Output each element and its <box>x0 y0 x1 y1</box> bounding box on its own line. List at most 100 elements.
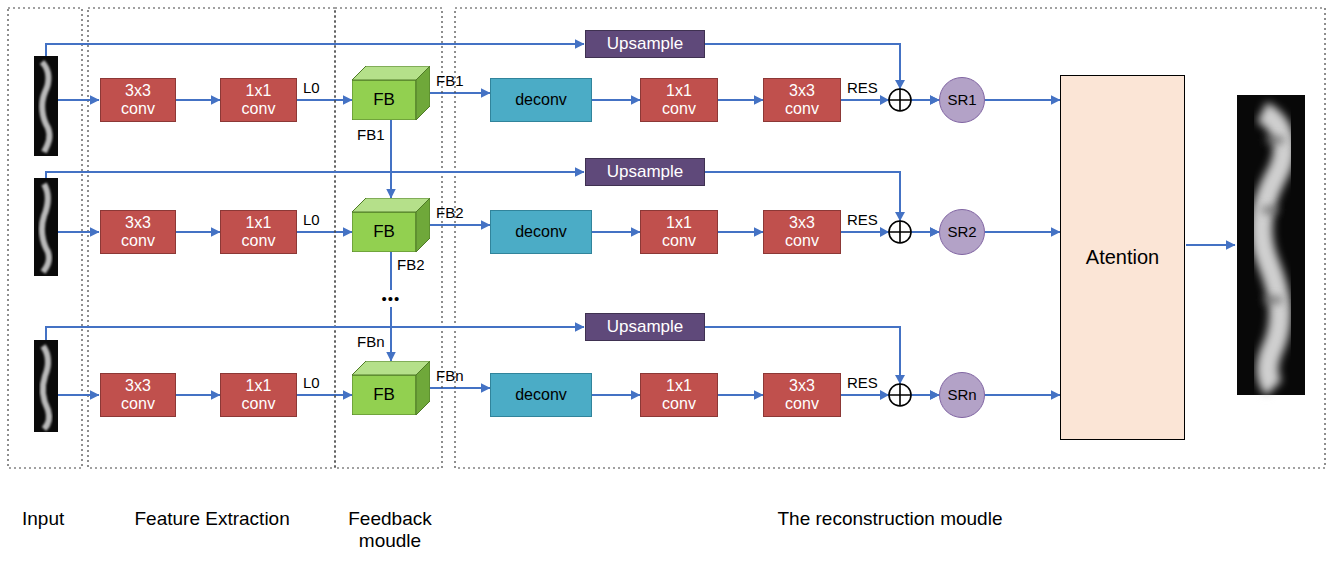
conv-box: 1x1 conv <box>640 78 718 122</box>
conv-box: 1x1 conv <box>220 78 297 122</box>
connector-arrow <box>176 231 220 233</box>
edge-label: FB2 <box>436 204 464 221</box>
node-text: Upsample <box>607 162 684 182</box>
image-ground <box>1237 95 1305 395</box>
cube-side <box>416 361 430 415</box>
flow-label: ••• <box>380 290 403 307</box>
node-text: 3x3 conv <box>116 377 160 414</box>
node-text: Upsample <box>607 34 684 54</box>
edge-label: L0 <box>303 79 320 96</box>
node-text: 3x3 conv <box>780 214 824 251</box>
feedback-block: FB <box>352 361 430 415</box>
node-text: 1x1 conv <box>237 82 281 119</box>
wire <box>1186 244 1235 246</box>
node-text: SR2 <box>947 223 976 240</box>
cube-side <box>416 66 430 120</box>
connector-arrow <box>718 99 763 101</box>
wire <box>58 394 99 396</box>
sum-symbol <box>889 384 911 406</box>
node-text: 1x1 conv <box>657 82 701 119</box>
sum-cross <box>889 89 911 111</box>
connector-arrow <box>430 387 490 389</box>
input-region <box>8 8 82 468</box>
arrowhead <box>880 227 889 237</box>
output-image <box>1237 95 1305 395</box>
deconv-box: deconv <box>490 210 592 254</box>
chromosome-band <box>1262 140 1284 300</box>
edge-label: RES <box>847 374 878 391</box>
upsample-box: Upsample <box>585 313 705 341</box>
node-text: 3x3 conv <box>116 82 160 119</box>
cube-side <box>416 198 430 252</box>
wire <box>58 231 99 233</box>
section-label: Input <box>22 508 64 530</box>
connector-arrow <box>985 394 1060 396</box>
node-text: 1x1 conv <box>657 214 701 251</box>
sum-symbols <box>880 80 911 406</box>
conv-box: 3x3 conv <box>100 210 176 254</box>
arrowhead <box>895 80 905 89</box>
conv-box: 3x3 conv <box>763 373 841 417</box>
connector-arrow <box>718 231 763 233</box>
image-ground <box>34 178 58 276</box>
conv-box: 3x3 conv <box>100 78 176 122</box>
feedback-region <box>335 8 442 468</box>
sr-circle: SRn <box>939 372 985 418</box>
arrowhead <box>880 390 889 400</box>
edge-label: RES <box>847 79 878 96</box>
edge-label: FB2 <box>397 256 425 273</box>
node-text: 3x3 conv <box>780 377 824 414</box>
node-text: 1x1 conv <box>657 377 701 414</box>
sr-circle: SR2 <box>939 209 985 255</box>
wire <box>46 327 584 340</box>
cube-front <box>352 80 416 120</box>
arrowhead <box>895 375 905 384</box>
node-text: 1x1 conv <box>237 377 281 414</box>
region-outlines <box>8 8 1325 468</box>
connector-arrow <box>297 99 352 101</box>
wire <box>46 172 584 178</box>
upsample-box: Upsample <box>585 158 705 186</box>
node-text: FB <box>373 90 395 110</box>
node-text: Atention <box>1086 246 1159 269</box>
node-text: deconv <box>515 386 567 404</box>
section-label: The reconstruction moudle <box>778 508 1003 530</box>
connector-arrow <box>176 99 220 101</box>
connector-arrow <box>430 224 490 226</box>
node-text: Upsample <box>607 317 684 337</box>
image-ground <box>34 56 58 156</box>
edge-label: FB1 <box>357 126 385 143</box>
edge-label: L0 <box>303 374 320 391</box>
image-ground <box>34 340 58 432</box>
node-text: 3x3 conv <box>780 82 824 119</box>
upsample-box: Upsample <box>585 30 705 58</box>
feature-region <box>88 8 335 468</box>
chromosome <box>42 184 49 272</box>
input-wires <box>46 44 1235 395</box>
conv-box: 3x3 conv <box>763 210 841 254</box>
connector-arrow <box>430 92 490 94</box>
chromosome <box>43 346 49 429</box>
chromosome <box>42 62 49 152</box>
arrowhead <box>895 212 905 221</box>
connector-arrow <box>718 394 763 396</box>
section-label: Feature Extraction <box>135 508 290 530</box>
connector-arrow <box>297 231 352 233</box>
node-text: deconv <box>515 91 567 109</box>
edge-label: FBn <box>436 367 464 384</box>
section-label: Feedback moudle <box>340 508 440 552</box>
input-image <box>34 56 58 432</box>
conv-box: 1x1 conv <box>220 373 297 417</box>
node-text: FB <box>373 222 395 242</box>
conv-box: 3x3 conv <box>100 373 176 417</box>
edge-label: FB1 <box>436 72 464 89</box>
feedback-block: FB <box>352 66 430 120</box>
sr-circle: SR1 <box>939 77 985 123</box>
node-text: deconv <box>515 223 567 241</box>
connector-arrow <box>985 231 1060 233</box>
node-text: 3x3 conv <box>116 214 160 251</box>
connector-arrow <box>985 99 1060 101</box>
wire <box>46 44 584 56</box>
sum-cross <box>889 221 911 243</box>
